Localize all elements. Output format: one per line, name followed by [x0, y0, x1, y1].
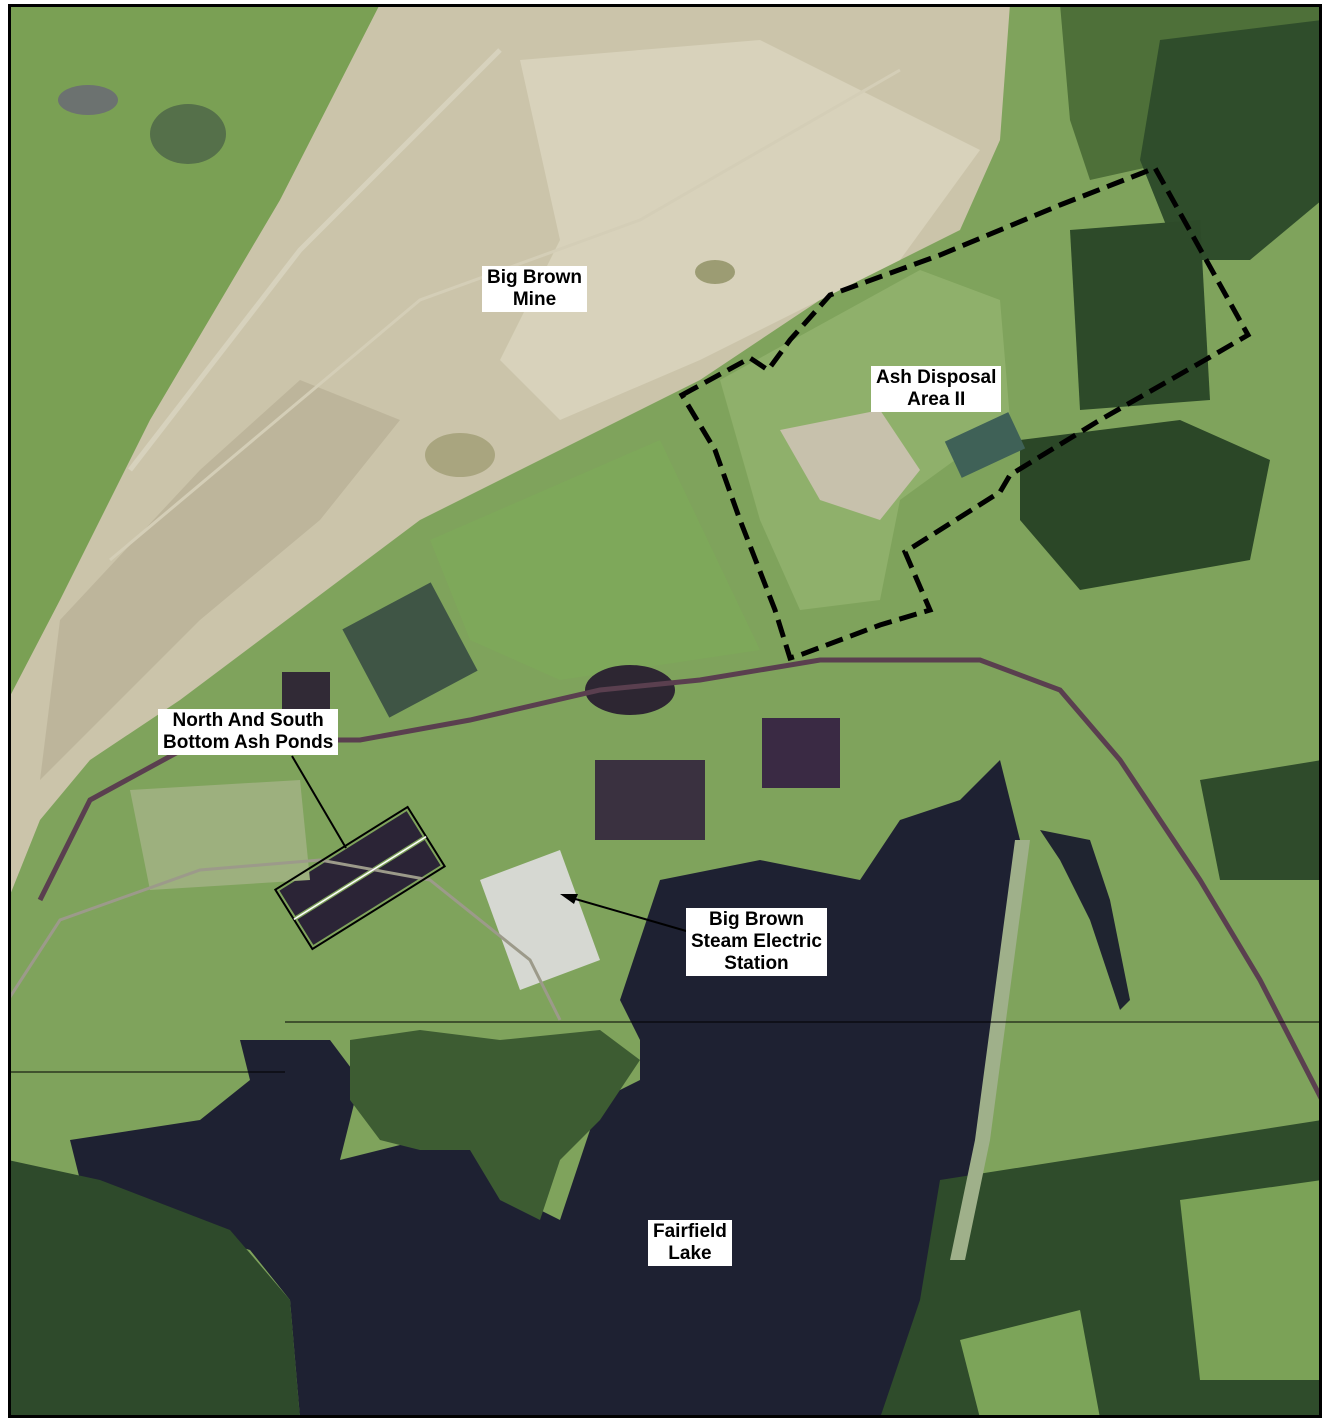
west-field	[8, 4, 380, 700]
label-line: North And South	[172, 710, 324, 731]
label-line: Fairfield	[653, 1221, 727, 1242]
water-pond	[342, 582, 478, 718]
mine-pit-shading	[500, 40, 980, 420]
ne-forest	[1140, 20, 1322, 260]
east-ash-pond	[762, 718, 840, 788]
ponds-leader-line	[291, 755, 347, 849]
ash-disposal-label: Ash Disposal Area II	[871, 366, 1002, 412]
creek	[1040, 830, 1130, 1010]
nw-pond	[58, 85, 118, 115]
label-line: Mine	[512, 289, 557, 310]
station-arrowhead	[560, 894, 578, 904]
ash-area-bare	[780, 410, 920, 520]
coal-yard	[595, 760, 705, 840]
center-field	[430, 440, 760, 680]
label-line: Lake	[668, 1243, 712, 1264]
label-line: Big Brown	[487, 267, 582, 288]
big-brown-mine-label: Big Brown Mine	[482, 266, 587, 312]
label-line: Bottom Ash Ponds	[163, 732, 334, 753]
ash-area-pond	[944, 412, 1026, 478]
east-forest	[1070, 220, 1210, 410]
bottom-ash-ponds	[279, 811, 441, 945]
station-leader-line	[564, 895, 701, 936]
sw-forest	[8, 1160, 300, 1418]
east-forest	[1200, 760, 1322, 880]
se-field	[1180, 1180, 1322, 1380]
steam-electric-station-label: Big Brown Steam Electric Station	[686, 908, 827, 976]
mine-haul-road	[109, 68, 901, 562]
label-line: Big Brown	[708, 909, 804, 930]
nw-pond	[150, 104, 226, 164]
ponds-divider	[293, 836, 427, 920]
nw-coal	[282, 672, 330, 712]
dam	[950, 840, 1030, 1260]
lake-peninsula	[350, 1030, 640, 1220]
mine-haul-road	[128, 48, 502, 472]
plant-area	[480, 850, 600, 990]
se-field	[960, 1310, 1100, 1418]
label-line: Steam Electric	[691, 931, 822, 952]
fairfield-lake-label: Fairfield Lake	[648, 1220, 732, 1266]
ash-disposal-boundary	[678, 164, 1252, 662]
coal-pile	[585, 665, 675, 715]
mine-pond	[425, 433, 495, 477]
east-forest	[1020, 420, 1270, 590]
label-line: Ash Disposal	[876, 367, 997, 388]
road	[8, 858, 562, 1021]
label-line: Station	[724, 953, 789, 974]
bottom-ash-ponds-label: North And South Bottom Ash Ponds	[158, 709, 339, 755]
plant-grounds	[130, 780, 310, 890]
mine-spoil	[40, 380, 400, 780]
mine-pond	[695, 260, 735, 284]
label-line: Area II	[907, 389, 966, 410]
